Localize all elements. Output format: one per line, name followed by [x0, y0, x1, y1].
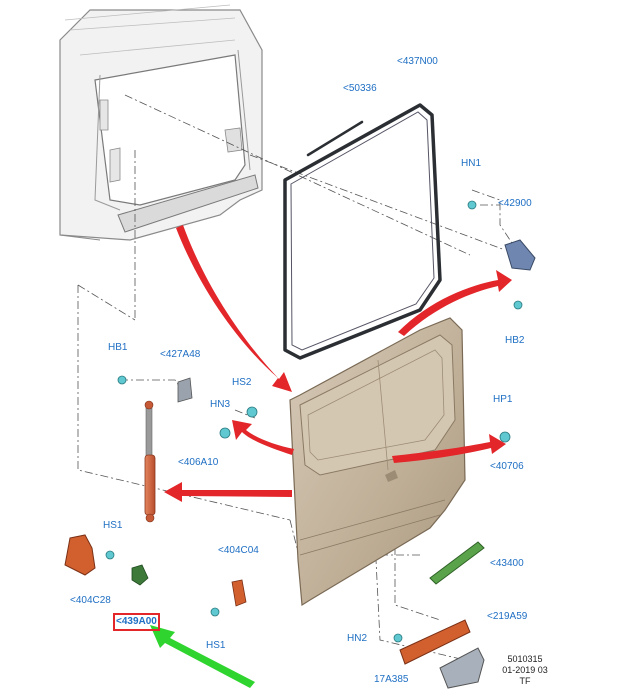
red-arrows	[164, 225, 512, 502]
label-hb2: HB2	[505, 335, 525, 346]
label-42900: <42900	[498, 198, 532, 209]
fastener-hs1-top	[105, 550, 115, 560]
label-hs1-bottom: HS1	[206, 640, 226, 651]
label-hb1: HB1	[108, 342, 128, 353]
arrow-door-to-hn3	[232, 420, 294, 455]
fasteners	[105, 200, 523, 643]
arrow-seal-to-door	[176, 225, 292, 392]
fastener-hn3	[219, 427, 231, 439]
fastener-hs1-bottom	[210, 607, 220, 617]
footer-tag: TF	[519, 676, 531, 686]
fastener-hn1	[467, 200, 477, 210]
label-hn1: HN1	[461, 158, 482, 169]
label-hn2: HN2	[347, 633, 368, 644]
footer-code: 5010315	[507, 654, 543, 664]
lower-bracket	[439, 647, 485, 689]
leader-lines	[77, 94, 521, 661]
bump-stop	[131, 564, 149, 586]
fastener-hp1	[499, 431, 511, 443]
label-hn3: HN3	[210, 399, 231, 410]
arrow-door-to-hinge	[398, 270, 512, 336]
door-seal	[283, 103, 442, 360]
label-hs2: HS2	[232, 377, 252, 388]
label-50336: <50336	[343, 83, 377, 94]
gas-strut	[144, 400, 156, 523]
fastener-hb2	[513, 300, 523, 310]
rear-door	[289, 317, 466, 607]
fastener-hn2	[393, 633, 403, 643]
vehicle-body	[59, 4, 263, 241]
fastener-hs2	[246, 406, 258, 418]
label-437n00: <437N00	[397, 56, 438, 67]
label-439a00-highlighted: <439A00	[113, 613, 160, 631]
fastener-hb1	[117, 375, 127, 385]
label-427a48: <427A48	[160, 349, 201, 360]
footer-date: 01-2019 03	[502, 665, 548, 675]
upper-strut-bracket	[177, 377, 193, 403]
diagram-footer: 5010315 01-2019 03 TF	[498, 654, 552, 687]
door-check-lower	[231, 579, 247, 607]
arrow-door-to-hp1	[392, 434, 506, 463]
seal-strip	[306, 120, 364, 157]
label-hp1: HP1	[493, 394, 513, 405]
arrow-door-to-strut	[164, 482, 292, 502]
label-219a59: <219A59	[487, 611, 528, 622]
label-hs1-top: HS1	[103, 520, 123, 531]
lock-reinforcement-plate	[399, 619, 471, 665]
label-17a385: 17A385	[374, 674, 409, 685]
label-43400: <43400	[490, 558, 524, 569]
door-check-left	[64, 534, 96, 576]
label-404c28: <404C28	[70, 595, 111, 606]
label-404c04: <404C04	[218, 545, 259, 556]
green-arrow	[150, 625, 255, 688]
label-40706: <40706	[490, 461, 524, 472]
handle-bar	[429, 541, 485, 585]
hinge	[504, 239, 536, 271]
label-406a10: <406A10	[178, 457, 219, 468]
